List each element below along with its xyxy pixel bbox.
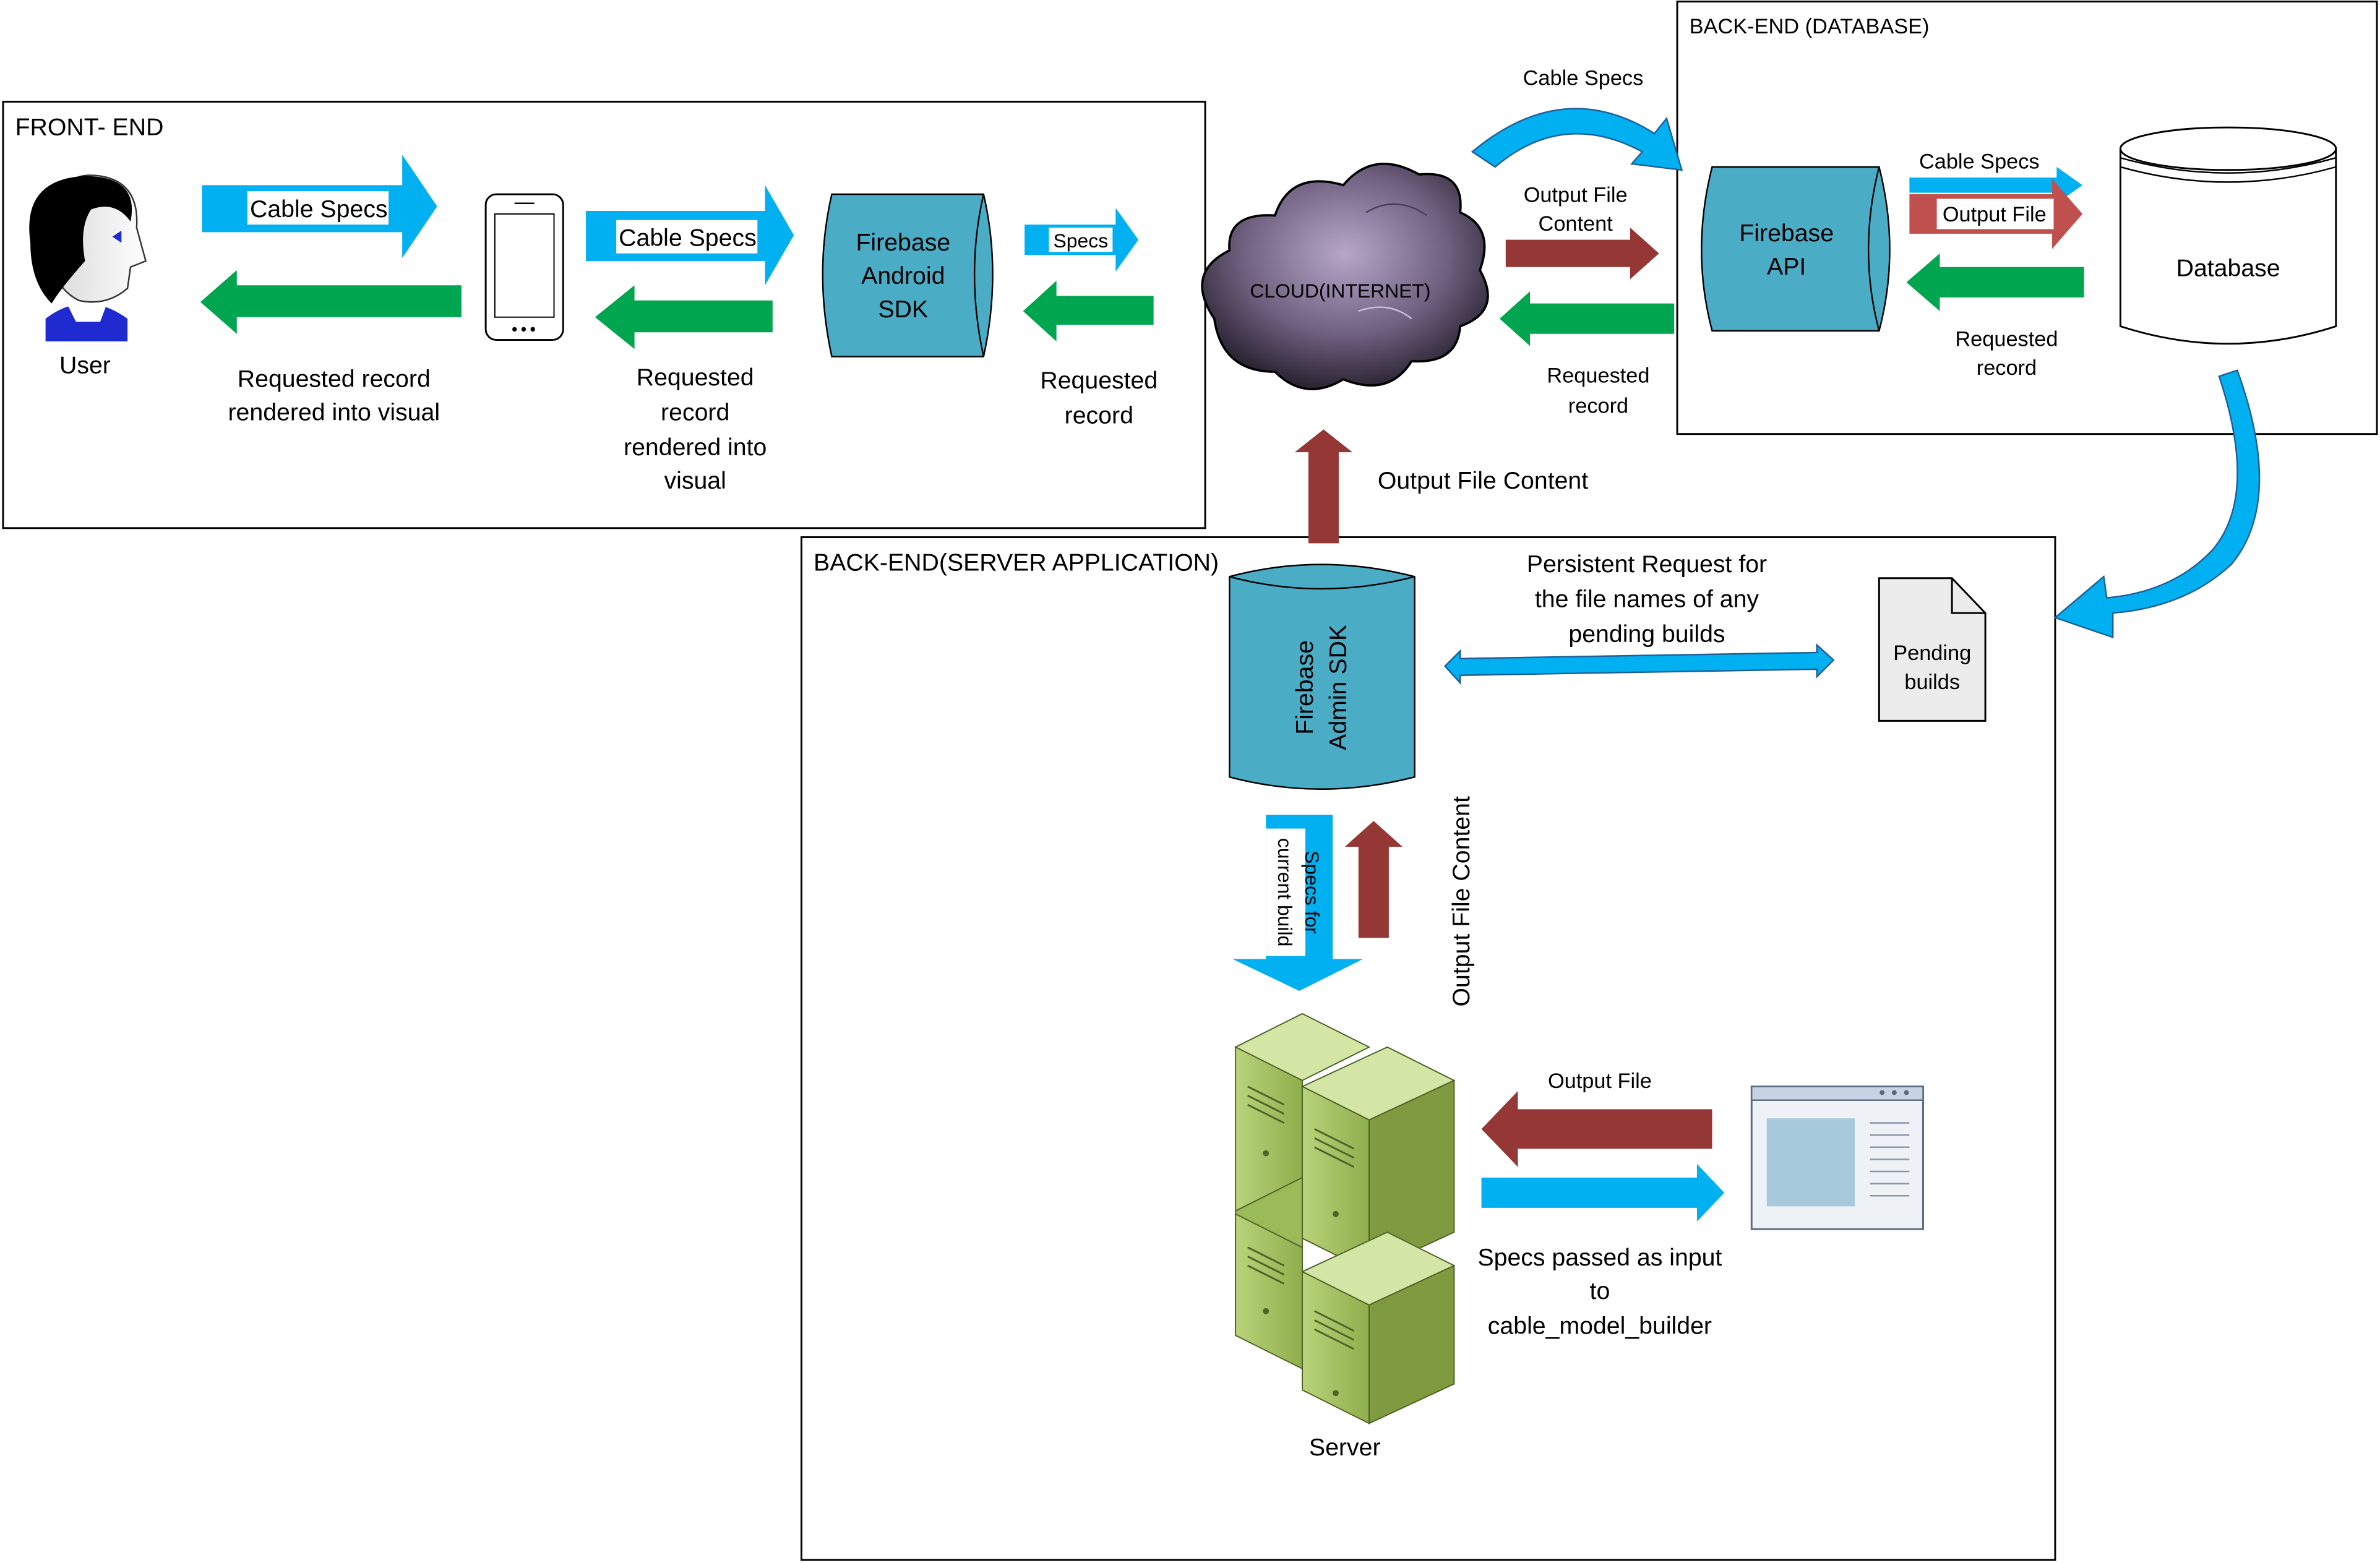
persistent-line3: pending builds: [1568, 620, 1725, 648]
specs-input-line3: cable_model_builder: [1488, 1312, 1712, 1340]
requested-record-right-line2: record: [1065, 401, 1133, 429]
cloud-output-line2: Content: [1539, 212, 1613, 236]
front-end-section: [2, 100, 1206, 529]
firebase-android-sdk-cylinder: [822, 193, 994, 358]
database-to-pending-arrow: [2053, 369, 2261, 639]
cable-specs-label-2: Cable Specs: [619, 224, 757, 251]
db-requested-line2: record: [1977, 356, 2037, 380]
user-avatar-icon: [29, 174, 147, 342]
database-label: Database: [2176, 255, 2280, 282]
app-window-icon: [1750, 1086, 1924, 1230]
requested-record-arrow-left: [200, 270, 462, 334]
firebase-api-cylinder: [1701, 166, 1891, 332]
back-end-server-section: [800, 536, 2056, 1561]
user-label: User: [59, 352, 111, 379]
firebase-api-line1: Firebase: [1739, 220, 1834, 247]
smartphone-icon: [484, 193, 564, 341]
document-icon: [1878, 577, 1987, 722]
specs-small-label: Specs: [1054, 229, 1109, 252]
cloud-icon: [1201, 163, 1489, 390]
db-cable-specs-label: Cable Specs: [1919, 150, 2040, 173]
persistent-line2: the file names of any: [1535, 585, 1759, 612]
db-cable-specs-arrow: [1909, 166, 2083, 203]
output-file-content-arrow-up: [1294, 429, 1353, 544]
specs-input-line1: Specs passed as input: [1477, 1244, 1722, 1271]
cable-specs-label-1: Cable Specs: [250, 195, 388, 223]
back-end-database-section: [1676, 0, 2378, 435]
pending-line1: Pending: [1893, 641, 1971, 665]
requested-record-arrow-cloud: [1499, 291, 1675, 346]
android-sdk-line2: Android: [861, 262, 945, 289]
android-sdk-line1: Firebase: [856, 229, 950, 256]
firebase-api-line2: API: [1767, 253, 1806, 280]
requested-record-left-line1: Requested record: [238, 366, 431, 393]
requested-record-mid-line4: visual: [664, 467, 726, 494]
requested-record-mid-line1: Requested: [637, 364, 754, 391]
requested-record-right-line1: Requested: [1040, 367, 1158, 394]
android-sdk-line3: SDK: [878, 296, 928, 323]
server-tower-icon: [1234, 1013, 1456, 1424]
output-file-content-arrow-server: [1344, 821, 1403, 938]
requested-record-arrow-right: [1023, 280, 1154, 342]
specs-current-line2: current build: [1274, 838, 1296, 946]
specs-passed-arrow: [1481, 1163, 1725, 1222]
database-cylinder-icon: [2119, 126, 2337, 345]
front-end-title: FRONT- END: [15, 113, 164, 140]
requested-record-mid-line3: rendered into: [624, 434, 767, 461]
output-file-content-arrow-top: [1505, 228, 1659, 280]
specs-current-line1: Specs for: [1301, 850, 1323, 934]
back-end-database-title: BACK-END (DATABASE): [1690, 15, 1930, 38]
cloud-requested-line2: record: [1568, 394, 1628, 418]
output-file-content-up-label: Output File Content: [1378, 467, 1588, 494]
pending-line2: builds: [1904, 670, 1960, 694]
firebase-admin-sdk-cylinder: [1229, 563, 1416, 790]
output-file-arrow-server: [1481, 1090, 1712, 1167]
specs-input-line2: to: [1590, 1277, 1610, 1304]
cloud-cable-specs-label: Cable Specs: [1523, 66, 1644, 90]
db-requested-record-arrow: [1906, 253, 2084, 311]
db-requested-line1: Requested: [1955, 327, 2058, 351]
requested-record-arrow-mid: [595, 285, 773, 349]
admin-sdk-line1: Firebase: [1291, 640, 1318, 735]
back-end-server-title: BACK-END(SERVER APPLICATION): [814, 549, 1219, 576]
admin-sdk-line2: Admin SDK: [1325, 625, 1352, 750]
cable-specs-curved-arrow: [1471, 108, 1683, 171]
cloud-requested-line1: Requested: [1547, 364, 1649, 387]
requested-record-mid-line2: record: [661, 399, 729, 426]
requested-record-left-line2: rendered into visual: [228, 399, 440, 426]
server-label: Server: [1309, 1434, 1381, 1461]
persistent-request-double-arrow: [1443, 643, 1835, 685]
db-output-file-label: Output File: [1943, 203, 2047, 226]
persistent-line1: Persistent Request for: [1527, 550, 1767, 578]
cloud-label: CLOUD(INTERNET): [1250, 280, 1430, 302]
output-file-content-vertical-label: Output File Content: [1448, 796, 1475, 1006]
output-file-label: Output File: [1548, 1069, 1652, 1093]
cloud-output-line1: Output File: [1524, 183, 1628, 207]
